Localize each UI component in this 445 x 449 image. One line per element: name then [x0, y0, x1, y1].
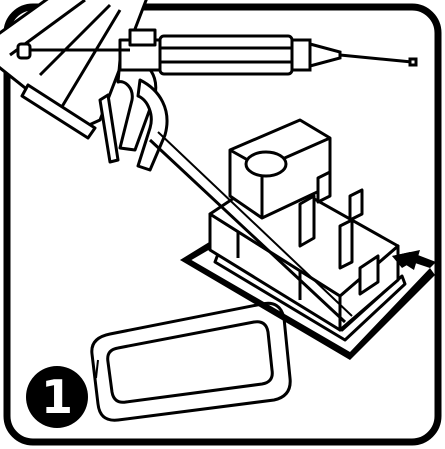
step-badge	[26, 366, 88, 428]
syringe-cartridge	[16, 34, 418, 76]
rocker-switch	[208, 118, 407, 342]
rocker-bezel	[90, 301, 292, 422]
nozzle-line	[148, 138, 347, 324]
dispensing-gun	[0, 0, 169, 172]
arrow-icon	[392, 250, 436, 270]
step-number: 1	[40, 370, 73, 424]
